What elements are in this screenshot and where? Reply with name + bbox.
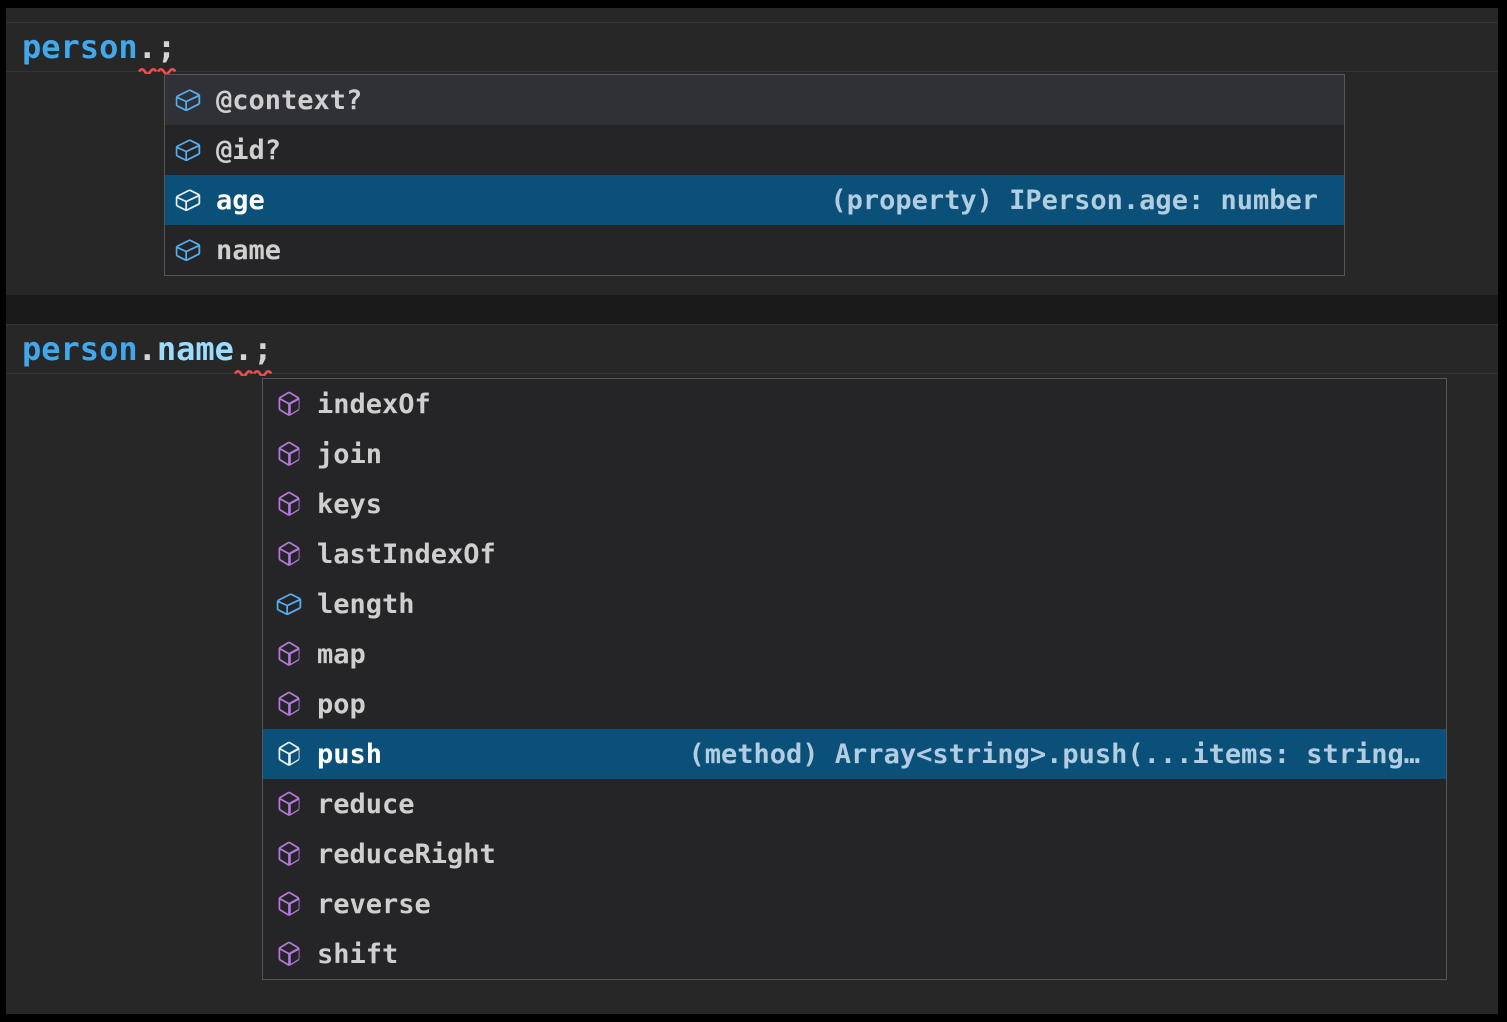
suggestion-label: @id?: [216, 134, 282, 166]
code-token-variable: person: [22, 330, 138, 368]
suggestion-label: length: [317, 588, 415, 620]
field-cube-icon: [275, 590, 303, 618]
suggestion-label: pop: [317, 688, 366, 720]
error-squiggle: [137, 65, 157, 74]
suggestion-label: indexOf: [317, 388, 431, 420]
editor-line-person[interactable]: person.;: [6, 22, 1498, 74]
editor-line-person-name[interactable]: person.name.;: [6, 324, 1498, 376]
code-token-variable: person: [22, 28, 138, 66]
field-cube-icon: [174, 186, 202, 214]
suggestion-item[interactable]: map: [263, 629, 1446, 679]
section-divider: [6, 295, 1498, 325]
suggestion-label: @context?: [216, 84, 363, 116]
suggestion-label: lastIndexOf: [317, 538, 496, 570]
code-token-dot: .: [233, 330, 254, 368]
code-token-property: name: [156, 330, 234, 368]
suggestion-label: reduce: [317, 788, 415, 820]
error-squiggle: [233, 367, 254, 376]
method-cube-icon: [275, 790, 303, 818]
suggestion-item[interactable]: join: [263, 429, 1446, 479]
method-cube-icon: [275, 940, 303, 968]
suggestion-item[interactable]: reduce: [263, 779, 1446, 829]
suggestion-item[interactable]: reverse: [263, 879, 1446, 929]
suggest-widget-person: @context? @id? age (property) IPerson.ag…: [164, 74, 1345, 276]
suggest-widget-person-name: indexOf join keys lastIndexOf length map…: [262, 378, 1447, 980]
method-cube-icon: [275, 640, 303, 668]
suggestion-label: reduceRight: [317, 838, 496, 870]
suggestion-item[interactable]: @id?: [165, 125, 1344, 175]
code-token-semicolon: ;: [253, 330, 273, 368]
field-cube-icon: [174, 86, 202, 114]
suggestion-label: reverse: [317, 888, 431, 920]
code-token-dot: .: [137, 330, 157, 368]
editor-viewport: person.; @context? @id? age (property) I…: [6, 8, 1498, 1014]
suggestion-item-selected[interactable]: age (property) IPerson.age: number: [165, 175, 1344, 225]
suggestion-label: join: [317, 438, 383, 470]
suggestion-item[interactable]: indexOf: [263, 379, 1446, 429]
code-token-semicolon: ;: [156, 28, 177, 66]
method-cube-icon: [275, 540, 303, 568]
method-cube-icon: [275, 840, 303, 868]
suggestion-detail: (method) Array<string>.push(...items: st…: [688, 738, 1421, 770]
suggestion-item[interactable]: @context?: [165, 75, 1344, 125]
method-cube-icon: [275, 690, 303, 718]
suggestion-item[interactable]: name: [165, 225, 1344, 275]
suggestion-item[interactable]: pop: [263, 679, 1446, 729]
error-squiggle: [253, 367, 273, 376]
field-cube-icon: [174, 136, 202, 164]
error-squiggle: [156, 65, 177, 74]
suggestion-item[interactable]: shift: [263, 929, 1446, 979]
code-token-dot: .: [137, 28, 157, 66]
suggestion-item-selected[interactable]: push (method) Array<string>.push(...item…: [263, 729, 1446, 779]
suggestion-item[interactable]: lastIndexOf: [263, 529, 1446, 579]
method-cube-icon: [275, 890, 303, 918]
suggestion-detail: (property) IPerson.age: number: [830, 184, 1318, 216]
suggestion-label: name: [216, 234, 282, 266]
method-cube-icon: [275, 490, 303, 518]
suggestion-item[interactable]: length: [263, 579, 1446, 629]
method-cube-icon: [275, 440, 303, 468]
suggestion-item[interactable]: keys: [263, 479, 1446, 529]
code-text-line-2: person.name.;: [22, 325, 272, 373]
suggestion-label: map: [317, 638, 366, 670]
method-cube-icon: [275, 390, 303, 418]
field-cube-icon: [174, 236, 202, 264]
code-text-line-1: person.;: [22, 23, 176, 71]
suggestion-label: keys: [317, 488, 383, 520]
suggestion-item[interactable]: reduceRight: [263, 829, 1446, 879]
suggestion-label: shift: [317, 938, 399, 970]
suggestion-label: push: [317, 738, 383, 770]
suggestion-label: age: [216, 184, 265, 216]
method-cube-icon: [275, 740, 303, 768]
